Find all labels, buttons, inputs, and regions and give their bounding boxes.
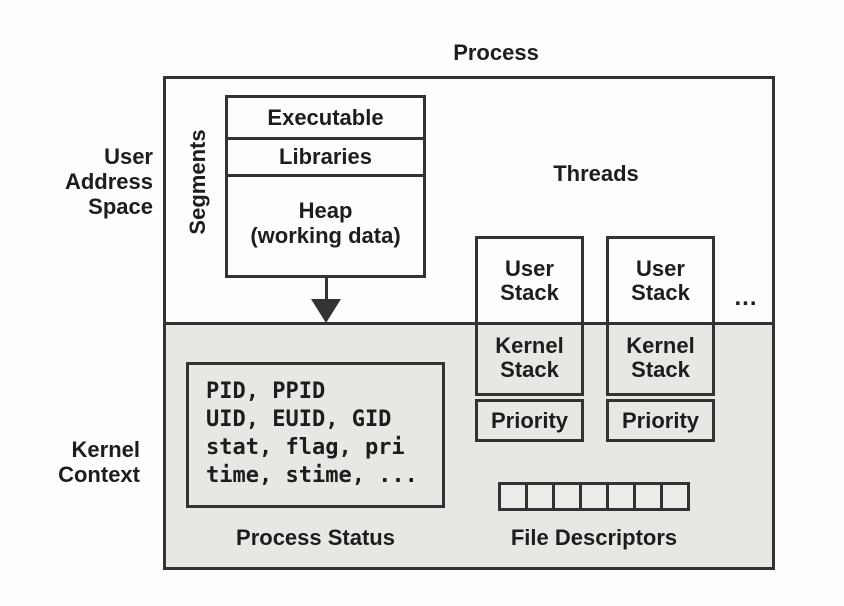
heap-line: (working data) — [250, 223, 401, 248]
segments-box: Executable Libraries Heap (working data) — [225, 95, 426, 278]
libraries-segment: Libraries — [228, 140, 423, 177]
file-descriptor-cell — [498, 482, 528, 511]
thread-column-2: User Stack Kernel Stack — [606, 236, 715, 396]
user-stack-line: Stack — [631, 279, 690, 305]
down-arrow-icon — [311, 299, 341, 323]
kernel-stack-line: Stack — [631, 356, 690, 382]
user-address-space-label: User Address Space — [18, 144, 153, 219]
user-address-space-line: User — [104, 144, 153, 169]
file-descriptor-cell — [552, 482, 582, 511]
threads-heading: Threads — [553, 161, 639, 186]
kernel-context-line: Context — [58, 462, 140, 487]
file-descriptors-caption: File Descriptors — [510, 525, 678, 550]
kernel-stack-box: Kernel Stack — [478, 322, 581, 393]
kernel-stack-line: Kernel — [626, 332, 695, 358]
status-line: PID, PPID — [206, 379, 326, 404]
file-descriptor-cell — [579, 482, 609, 511]
status-line: stat, flag, pri — [206, 435, 405, 460]
priority-box-1: Priority — [475, 399, 584, 442]
file-descriptor-row — [498, 482, 690, 511]
status-line: time, stime, ... — [206, 463, 418, 488]
file-descriptor-cell — [660, 482, 690, 511]
thread-column-1: User Stack Kernel Stack — [475, 236, 584, 396]
file-descriptor-cell — [633, 482, 663, 511]
user-stack-line: User — [636, 255, 685, 281]
segments-label: Segments — [185, 129, 210, 235]
heap-segment: Heap (working data) — [228, 177, 423, 275]
kernel-context-label: Kernel Context — [18, 437, 140, 487]
heap-line: Heap — [298, 198, 353, 223]
more-threads-ellipsis: ... — [734, 284, 758, 311]
file-descriptor-cell — [525, 482, 555, 511]
process-status-caption: Process Status — [236, 525, 395, 550]
kernel-stack-line: Stack — [500, 356, 559, 382]
kernel-stack-line: Kernel — [495, 332, 564, 358]
user-stack-box: User Stack — [609, 239, 712, 322]
file-descriptor-cell — [606, 482, 636, 511]
user-stack-line: Stack — [500, 279, 559, 305]
user-address-space-line: Address — [64, 169, 153, 194]
priority-box-2: Priority — [606, 399, 715, 442]
kernel-context-line: Kernel — [71, 437, 140, 462]
executable-segment: Executable — [228, 98, 423, 140]
user-address-space-line: Space — [88, 194, 153, 219]
heap-to-kernel-arrow-stem — [325, 276, 328, 302]
process-status-box: PID, PPID UID, EUID, GID stat, flag, pri… — [186, 362, 445, 508]
user-stack-line: User — [505, 255, 554, 281]
kernel-stack-box: Kernel Stack — [609, 322, 712, 393]
status-line: UID, EUID, GID — [206, 407, 392, 432]
process-title: Process — [453, 40, 539, 65]
user-stack-box: User Stack — [478, 239, 581, 322]
